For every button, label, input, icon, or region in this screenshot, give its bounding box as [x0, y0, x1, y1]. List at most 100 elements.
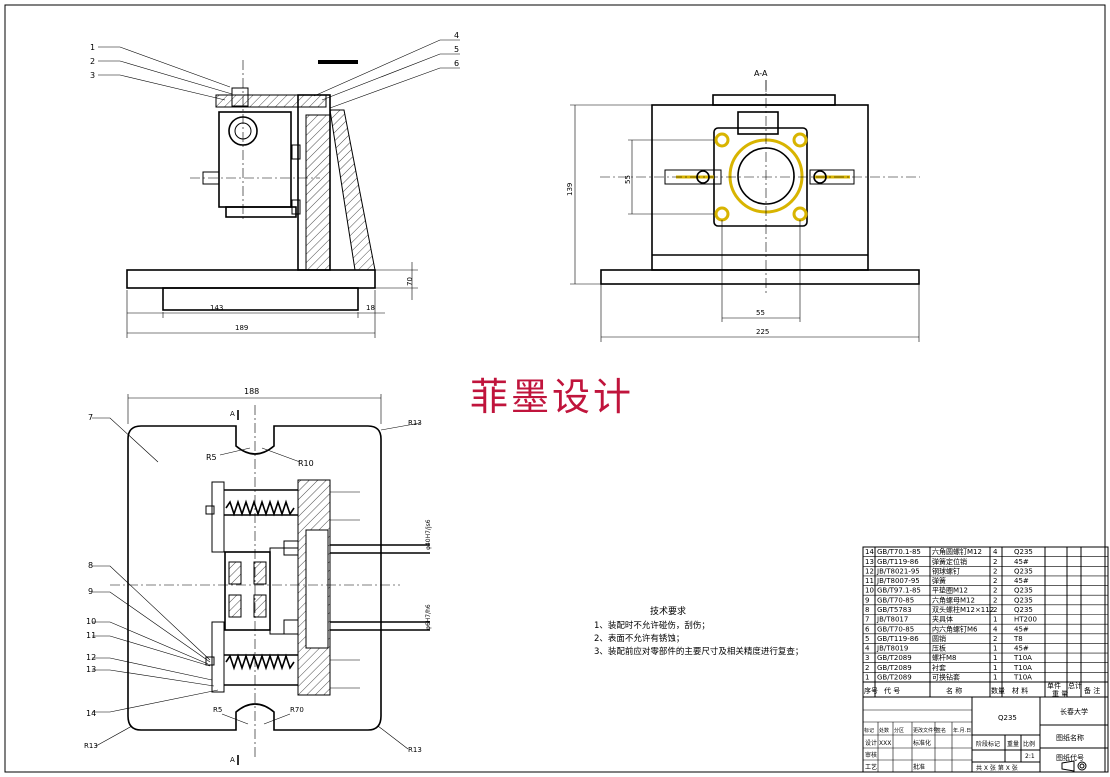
front-flange — [225, 206, 297, 218]
bom-cell-name: 钢球螺钉 — [932, 566, 960, 575]
bom-cell-code: JB/T8017 — [876, 616, 908, 624]
tb-scale: 2:1 — [1025, 753, 1035, 760]
projection-symbol-icon — [1077, 761, 1087, 771]
balloon-5-leader — [321, 53, 460, 101]
bom-header-single: 单件 — [1047, 681, 1061, 690]
dim-r13-bottom-right: R13 — [408, 746, 422, 754]
bom-cell-name: 六角螺母M12 — [932, 595, 975, 604]
balloon-8: 8 — [88, 561, 93, 570]
bom-cell-code: GB/T119-86 — [877, 558, 919, 566]
side-view: A-A 55 139 55 — [566, 69, 920, 342]
top-workpiece-sect-d — [253, 594, 267, 618]
balloon-11: 11 — [86, 631, 96, 640]
bom-cell-name: 弹簧定位销 — [932, 557, 967, 566]
bom-cell-no: 9 — [865, 596, 869, 604]
front-bushing — [231, 87, 249, 107]
tb-school: 长春大学 — [1060, 707, 1088, 716]
rev-col-docno: 更改文件号 — [913, 727, 938, 734]
bom-cell-code: GB/T119-86 — [877, 635, 919, 643]
rev-col-count: 处数 — [879, 727, 889, 734]
dim-side-139: 139 — [566, 183, 574, 196]
bom-cell-no: 10 — [865, 587, 874, 595]
balloon-3-leader — [98, 74, 226, 101]
bom-cell-material: Q235 — [1014, 596, 1033, 604]
bom-cell-qty: 2 — [993, 577, 997, 585]
watermark: 菲墨设计 — [470, 375, 634, 419]
dim-r70: R70 — [290, 706, 304, 714]
bom-cell-qty: 1 — [993, 616, 997, 624]
balloon-14: 14 — [86, 709, 96, 718]
dim-r5-top: R5 — [206, 453, 217, 462]
tb-scale-label: 比例 — [1023, 740, 1035, 748]
bom-cell-code: GB/T70-85 — [877, 596, 914, 604]
tb-drawing-code: 图纸代号 — [1056, 753, 1084, 762]
drawing-frame — [4, 4, 1106, 773]
bom-cell-material: 45# — [1014, 645, 1029, 653]
tech-req-2: 2、表面不允许有锈蚀； — [594, 633, 684, 644]
section-mark-a-top: A — [230, 410, 235, 418]
top-workpiece-sect-c — [228, 594, 242, 618]
balloon-4-leader — [313, 39, 460, 97]
front-title-mark — [318, 60, 358, 64]
bom-cell-no: 8 — [865, 606, 869, 614]
bom-header-weight: 重 量 — [1052, 690, 1068, 698]
side-body — [651, 104, 869, 271]
bom-cell-no: 6 — [865, 625, 870, 633]
side-top-boss — [737, 111, 779, 135]
balloon-6-leader — [329, 67, 460, 109]
bom-cell-material: Q235 — [1014, 567, 1033, 575]
front-upright-section — [305, 114, 331, 271]
bom-cell-qty: 2 — [993, 635, 997, 643]
bom-cell-no: 11 — [865, 577, 874, 585]
bom-cell-qty: 4 — [993, 548, 998, 556]
bom-cell-no: 1 — [865, 674, 869, 682]
tb-review: 审核 — [865, 751, 877, 759]
bom-header-total: 总计 — [1068, 681, 1082, 690]
side-base — [600, 269, 920, 285]
bom-cell-name: 夹具体 — [932, 615, 953, 624]
dim-side-55h: 55 — [756, 309, 765, 317]
bom-cell-no: 14 — [865, 548, 874, 556]
bom-cell-no: 3 — [865, 654, 869, 662]
bom-cell-code: GB/T2089 — [877, 654, 912, 662]
balloon-10: 10 — [86, 617, 96, 626]
bom-cell-name: 内六角螺钉M6 — [932, 624, 978, 633]
bom-header-remark: 备 注 — [1084, 686, 1100, 695]
dim-70: 70 — [406, 277, 414, 286]
top-workpiece-sect-b — [253, 561, 267, 585]
bom-cell-name: 压板 — [932, 644, 946, 653]
tb-approve: 批准 — [913, 763, 925, 771]
balloon-12: 12 — [86, 653, 96, 662]
bom-cell-code: GB/T97.1-85 — [877, 587, 921, 595]
tb-designer-label: 设计 — [865, 739, 877, 747]
balloon-9: 9 — [88, 587, 93, 596]
bom-cell-material: T10A — [1013, 664, 1032, 672]
bom-cell-no: 4 — [865, 645, 870, 653]
front-view: 1 2 3 4 5 6 143 18 189 70 — [90, 31, 460, 338]
tb-weight-label: 重量 — [1007, 740, 1019, 748]
bom-cell-no: 12 — [865, 567, 874, 575]
tech-req-3: 3、装配前应对零部件的主要尺寸及相关精度进行复查； — [594, 646, 803, 657]
section-mark-a-bottom: A — [230, 756, 235, 764]
front-screw-bottom — [291, 199, 301, 215]
bom-cell-code: JB/T8007-95 — [876, 577, 920, 585]
dim-18: 18 — [366, 304, 375, 312]
bom-cell-code: JB/T8019 — [876, 645, 908, 653]
bom-cell-material: T8 — [1013, 635, 1023, 643]
balloon-1-leader — [98, 46, 231, 88]
bom-cell-name: 双头螺柱M12×112 — [932, 605, 994, 614]
balloon-2: 2 — [90, 57, 95, 66]
balloon-1: 1 — [90, 43, 95, 52]
front-screw-top — [291, 144, 301, 160]
front-base-plate — [126, 269, 376, 289]
bom-cell-name: 圆销 — [932, 634, 946, 643]
projection-cone-icon — [1061, 760, 1075, 772]
bom-cell-code: JB/T8021-95 — [876, 567, 920, 575]
bom-cell-name: 衬套 — [932, 663, 946, 672]
tb-stage-mark: 阶段标记 — [976, 740, 1000, 748]
balloon-3: 3 — [90, 71, 95, 80]
bom-header-qty: 数量 — [991, 686, 1005, 695]
bom-cell-name: 可换钻套 — [932, 673, 960, 682]
top-fixture-core — [305, 529, 329, 649]
bom-cell-qty: 4 — [993, 625, 998, 633]
